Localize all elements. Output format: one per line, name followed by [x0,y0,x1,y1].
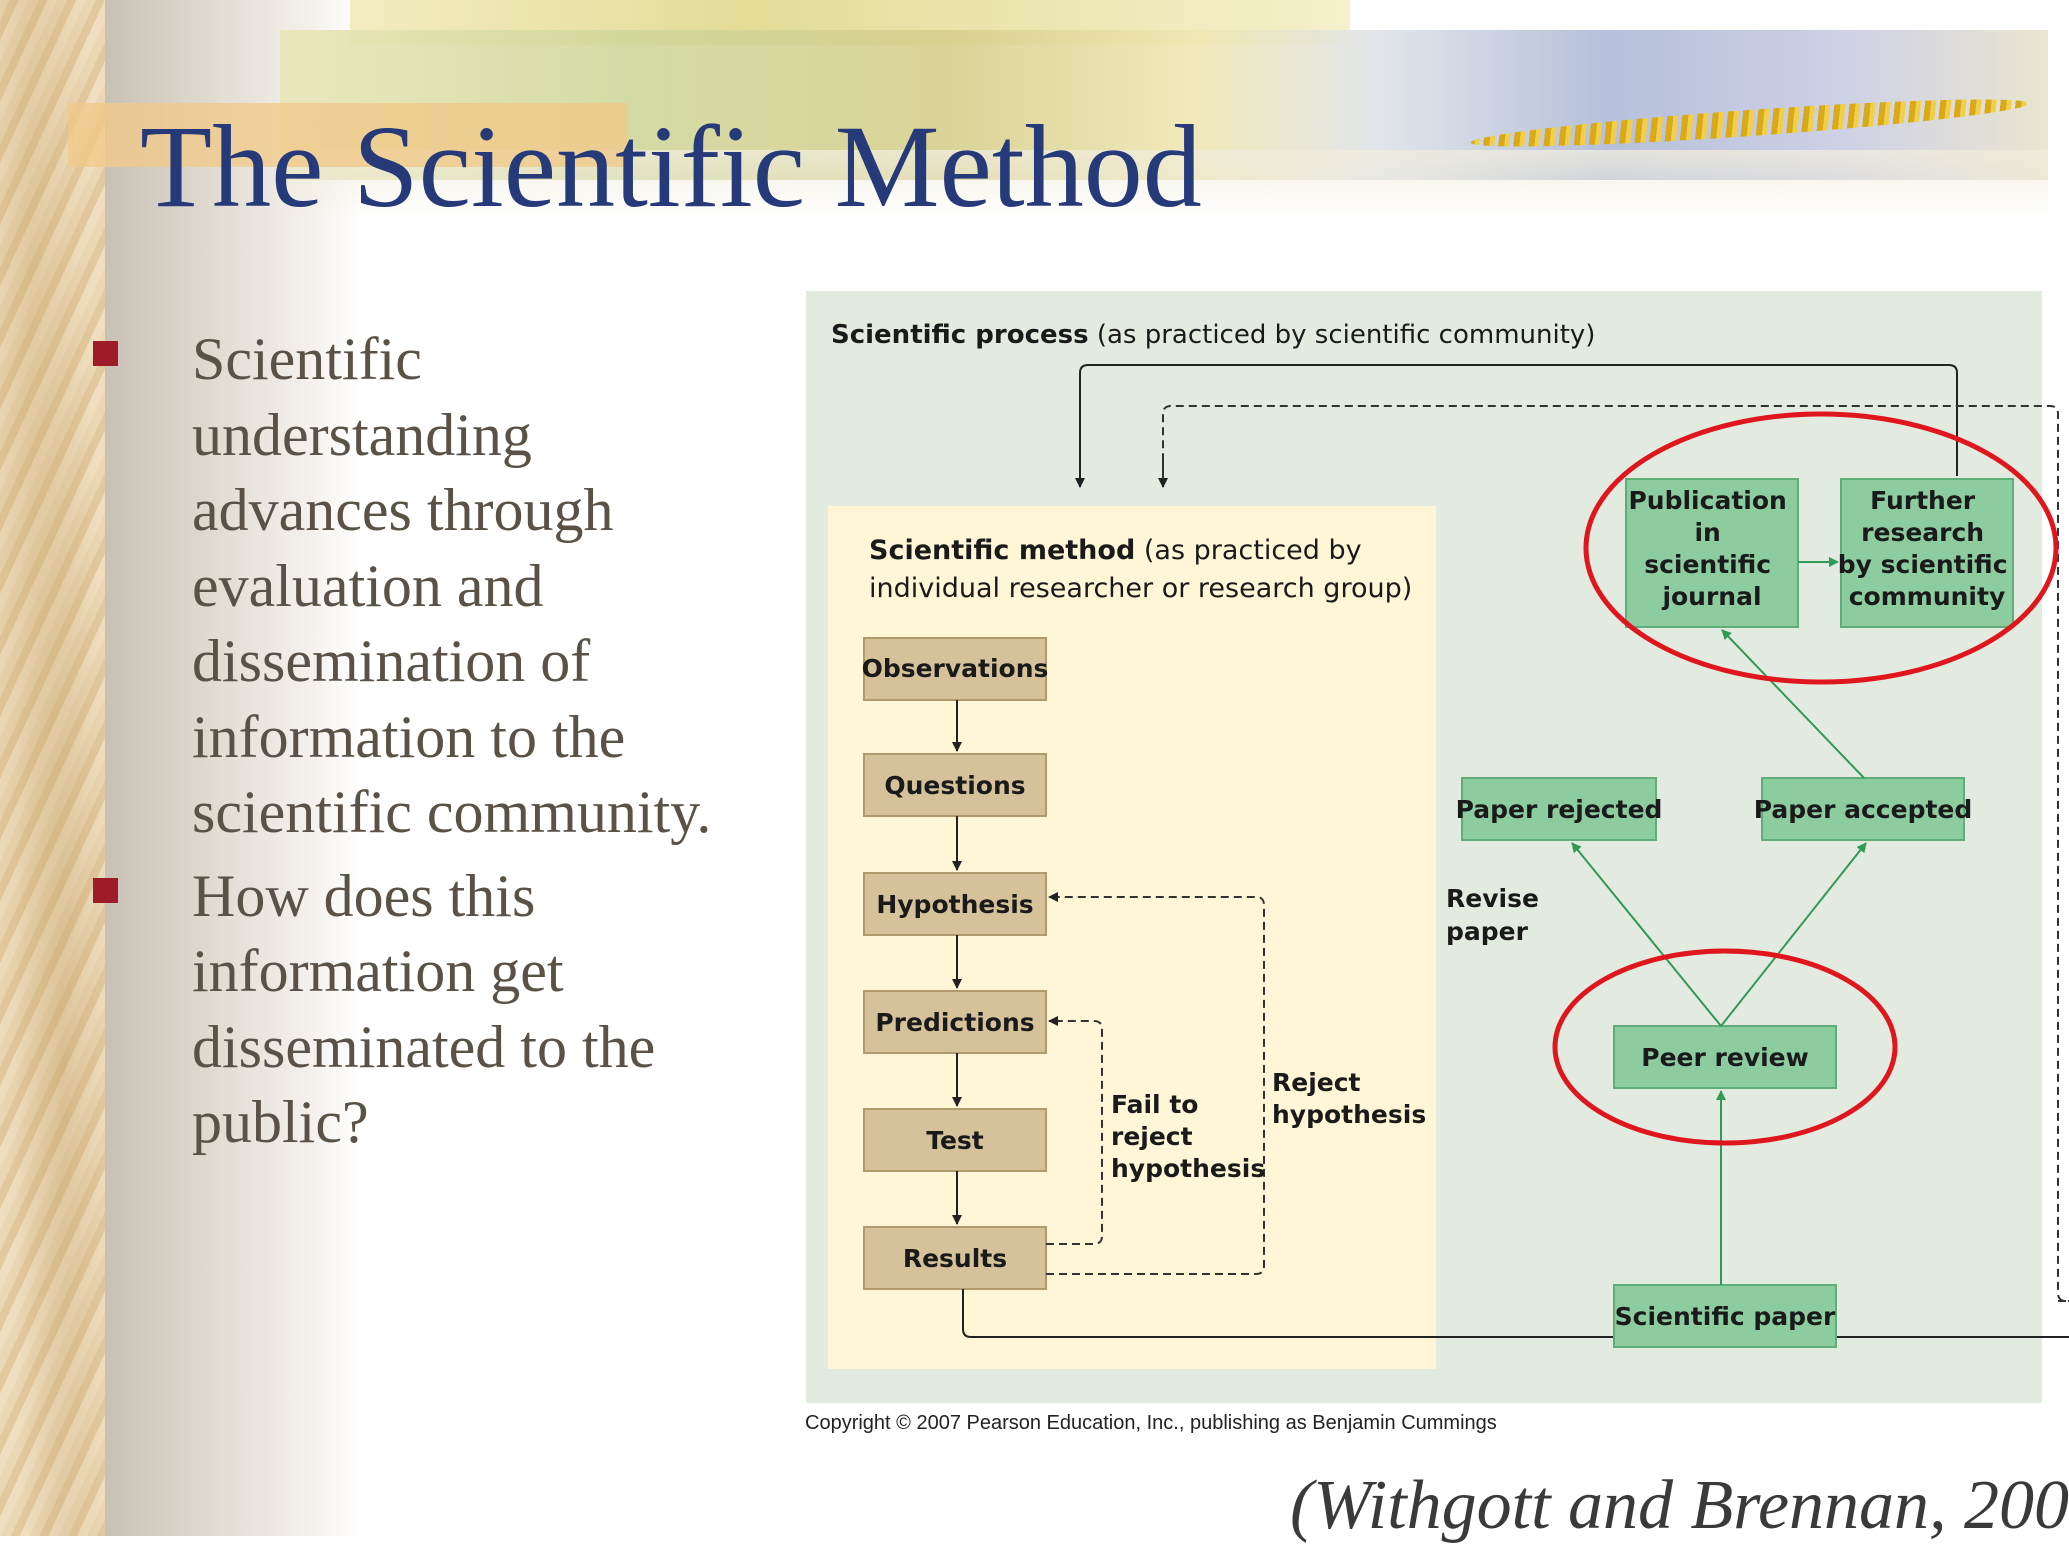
method-step-results: Results [863,1226,1047,1290]
step-label: Observations [862,654,1049,683]
title-accent-strip [68,103,628,167]
method-title: Scientific method (as practiced by [869,535,1362,566]
citation: (Withgott and Brennan, 200 [1290,1467,2069,1544]
step-label: Results [903,1244,1007,1273]
green-arrows [1571,557,1867,1285]
process-title: Scientific process (as practiced by scie… [831,320,1595,350]
fail-to-reject-loop [1046,1016,1103,1245]
paper-rejected-box: Paper rejected [1456,777,1663,841]
bullet-square-icon [93,877,118,903]
svg-text:Publication in: Publication in scientific journal [1628,486,1795,611]
svg-text:Paper rejected: Paper rejected [1456,795,1663,824]
further-research-loop [1075,364,1958,488]
bullet-item: How does this information get disseminat… [90,859,730,1161]
parchment-border [0,0,105,1536]
further-research-box: Further research by scientific community [1838,478,2017,628]
results-to-paper-arrow [962,1289,2069,1338]
method-step-observations: Observations [862,637,1049,701]
step-label: Test [926,1126,984,1155]
revise-paper-loop [1162,405,2069,1302]
highlight-circle-peer-review [1552,948,1898,1146]
step-label: Predictions [875,1008,1034,1037]
method-step-test: Test [863,1108,1047,1172]
svg-text:Further research: Further research by scientific community [1838,486,2017,611]
svg-text:Peer review: Peer review [1641,1043,1808,1072]
bullet-text: Scientific understanding advances throug… [192,326,712,845]
revise-paper-label: Revise paper [1446,884,1548,946]
peer-review-box: Peer review [1613,1025,1837,1089]
method-step-predictions: Predictions [863,990,1047,1054]
step-label: Questions [884,771,1025,800]
scientific-process-figure: Scientific process (as practiced by scie… [806,291,2069,1403]
reject-hypothesis-label: Reject hypothesis [1272,1068,1426,1129]
svg-text:Scientific paper: Scientific paper [1615,1302,1836,1331]
highlight-circle-publication [1583,411,2059,685]
scientific-paper-box: Scientific paper [1613,1284,1837,1348]
scientific-process-diagram: Scientific process (as practiced by scie… [828,320,2069,1369]
publication-box: Publication in scientific journal [1625,478,1799,628]
bullet-text: How does this information get disseminat… [192,862,656,1156]
copyright-text: Copyright © 2007 Pearson Education, Inc.… [805,1412,1497,1434]
bullet-square-icon [93,341,118,366]
slide-title: The Scientific Method [140,101,1202,232]
method-step-hypothesis: Hypothesis [863,872,1047,936]
reject-hypothesis-loop [1046,892,1265,1275]
method-step-questions: Questions [863,753,1047,817]
method-title-line2: individual researcher or research group) [869,573,1412,604]
step-label: Hypothesis [876,890,1033,919]
svg-text:Paper accepted: Paper accepted [1754,795,1973,824]
shadow-band [105,0,360,1536]
fail-to-reject-label: Fail to reject hypothesis [1111,1090,1265,1183]
bullet-item: Scientific understanding advances throug… [90,322,730,851]
paper-accepted-box: Paper accepted [1754,777,1973,841]
bullet-list: Scientific understanding advances throug… [90,322,730,1169]
